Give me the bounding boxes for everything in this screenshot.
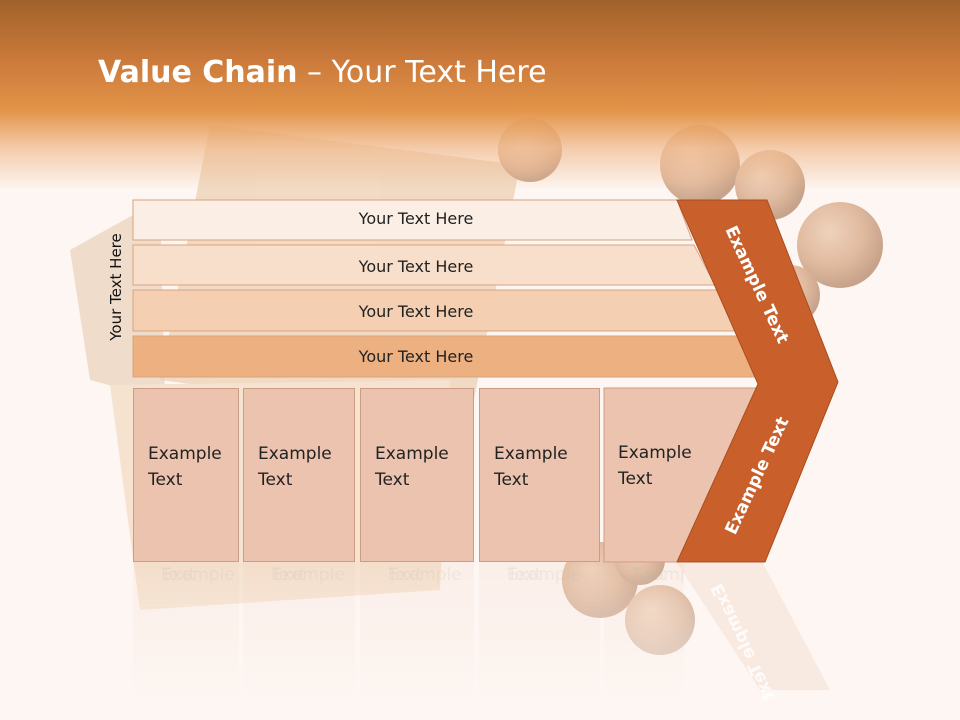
- column-line1: Example: [618, 443, 692, 463]
- row-label: Your Text Here: [358, 347, 474, 366]
- row-label: Your Text Here: [358, 302, 474, 321]
- powder-ball: [797, 202, 883, 288]
- column-line1: Example: [148, 444, 222, 464]
- column-line2: Text: [494, 470, 529, 490]
- column-line1: Example: [375, 444, 449, 464]
- column-line1: Example: [494, 444, 568, 464]
- row-label: Your Text Here: [358, 209, 474, 228]
- column-cell[interactable]: Example Text: [133, 388, 239, 562]
- column-line2: Text: [258, 470, 293, 490]
- title-bold: Value Chain: [98, 55, 298, 90]
- column-line2: Text: [618, 469, 653, 489]
- chevron-reflection: [677, 563, 830, 690]
- slide-title: Value Chain – Your Text Here: [98, 55, 547, 90]
- column-cell[interactable]: Example Text: [360, 388, 474, 562]
- column-line2: Text: [148, 470, 183, 490]
- row-label: Your Text Here: [358, 257, 474, 276]
- header-band: [0, 0, 960, 190]
- title-rest: – Your Text Here: [297, 55, 547, 90]
- column-cell[interactable]: Example Text: [243, 388, 355, 562]
- column-line1: Example: [258, 444, 332, 464]
- chevron-arrow[interactable]: [676, 199, 839, 563]
- column-line2: Text: [375, 470, 410, 490]
- column-cell-last-text: Example Text: [604, 388, 692, 492]
- row-bar[interactable]: [132, 199, 693, 241]
- column-cell[interactable]: Example Text: [479, 388, 600, 562]
